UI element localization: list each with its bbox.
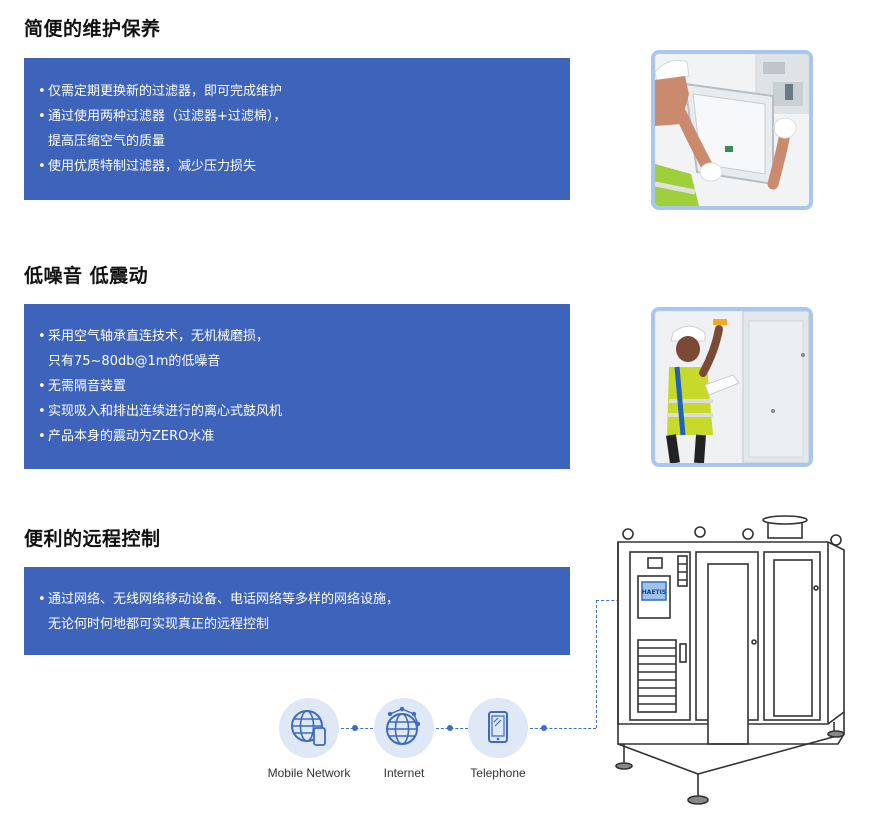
feature-box-low-noise: •采用空气轴承直连技术，无机械磨损， 只有75~80db@1m的低噪音 •无需隔… — [24, 304, 570, 469]
feature-item: •采用空气轴承直连技术，无机械磨损， — [38, 329, 270, 344]
section-title-remote-control: 便利的远程控制 — [24, 528, 161, 550]
feature-item: •通过网络、无线网络移动设备、电话网络等多样的网络设施， — [38, 592, 400, 607]
connector-dot — [447, 725, 453, 731]
connector-vertical — [596, 600, 597, 728]
feature-item: •无需隔音装置 — [38, 379, 127, 394]
machine-panel-label: HAETIS — [642, 589, 666, 596]
worker-replacing-filter-image — [655, 54, 809, 206]
worker-inspecting-machine-image — [655, 311, 809, 463]
blower-machine-illustration: HAETIS — [588, 512, 858, 808]
connector-dot — [352, 725, 358, 731]
feature-box-maintenance: •仅需定期更换新的过滤器，即可完成维护 •通过使用两种过滤器（过滤器+过滤棉），… — [24, 58, 570, 200]
maintenance-photo — [651, 50, 813, 210]
internet-label: Internet — [383, 766, 425, 780]
section-title-low-noise: 低噪音 低震动 — [24, 265, 149, 287]
inspection-photo — [651, 307, 813, 467]
feature-item-continuation: 只有75~80db@1m的低噪音 — [48, 354, 221, 369]
telephone-node — [468, 698, 528, 758]
globe-network-icon — [386, 706, 421, 745]
feature-item: •产品本身的震动为ZERO水准 — [38, 429, 215, 444]
connector-line — [530, 728, 596, 729]
feature-item: •仅需定期更换新的过滤器，即可完成维护 — [38, 84, 283, 99]
section-title-maintenance: 简便的维护保养 — [24, 18, 161, 40]
smartphone-icon — [488, 711, 508, 743]
telephone-label: Telephone — [470, 766, 526, 780]
feature-item: •通过使用两种过滤器（过滤器+过滤棉）， — [38, 109, 287, 124]
mobile-network-node — [279, 698, 339, 758]
connector-dot — [541, 725, 547, 731]
feature-item-continuation: 提高压缩空气的质量 — [48, 134, 166, 149]
feature-box-remote-control: •通过网络、无线网络移动设备、电话网络等多样的网络设施， 无论何时何地都可实现真… — [24, 567, 570, 655]
feature-item-continuation: 无论何时何地都可实现真正的远程控制 — [48, 617, 270, 632]
mobile-network-label: Mobile Network — [267, 766, 351, 780]
feature-item: •实现吸入和排出连续进行的离心式鼓风机 — [38, 404, 283, 419]
feature-item: •使用优质特制过滤器，减少压力损失 — [38, 159, 257, 174]
internet-node — [374, 698, 434, 758]
globe-phone-icon — [291, 710, 326, 746]
